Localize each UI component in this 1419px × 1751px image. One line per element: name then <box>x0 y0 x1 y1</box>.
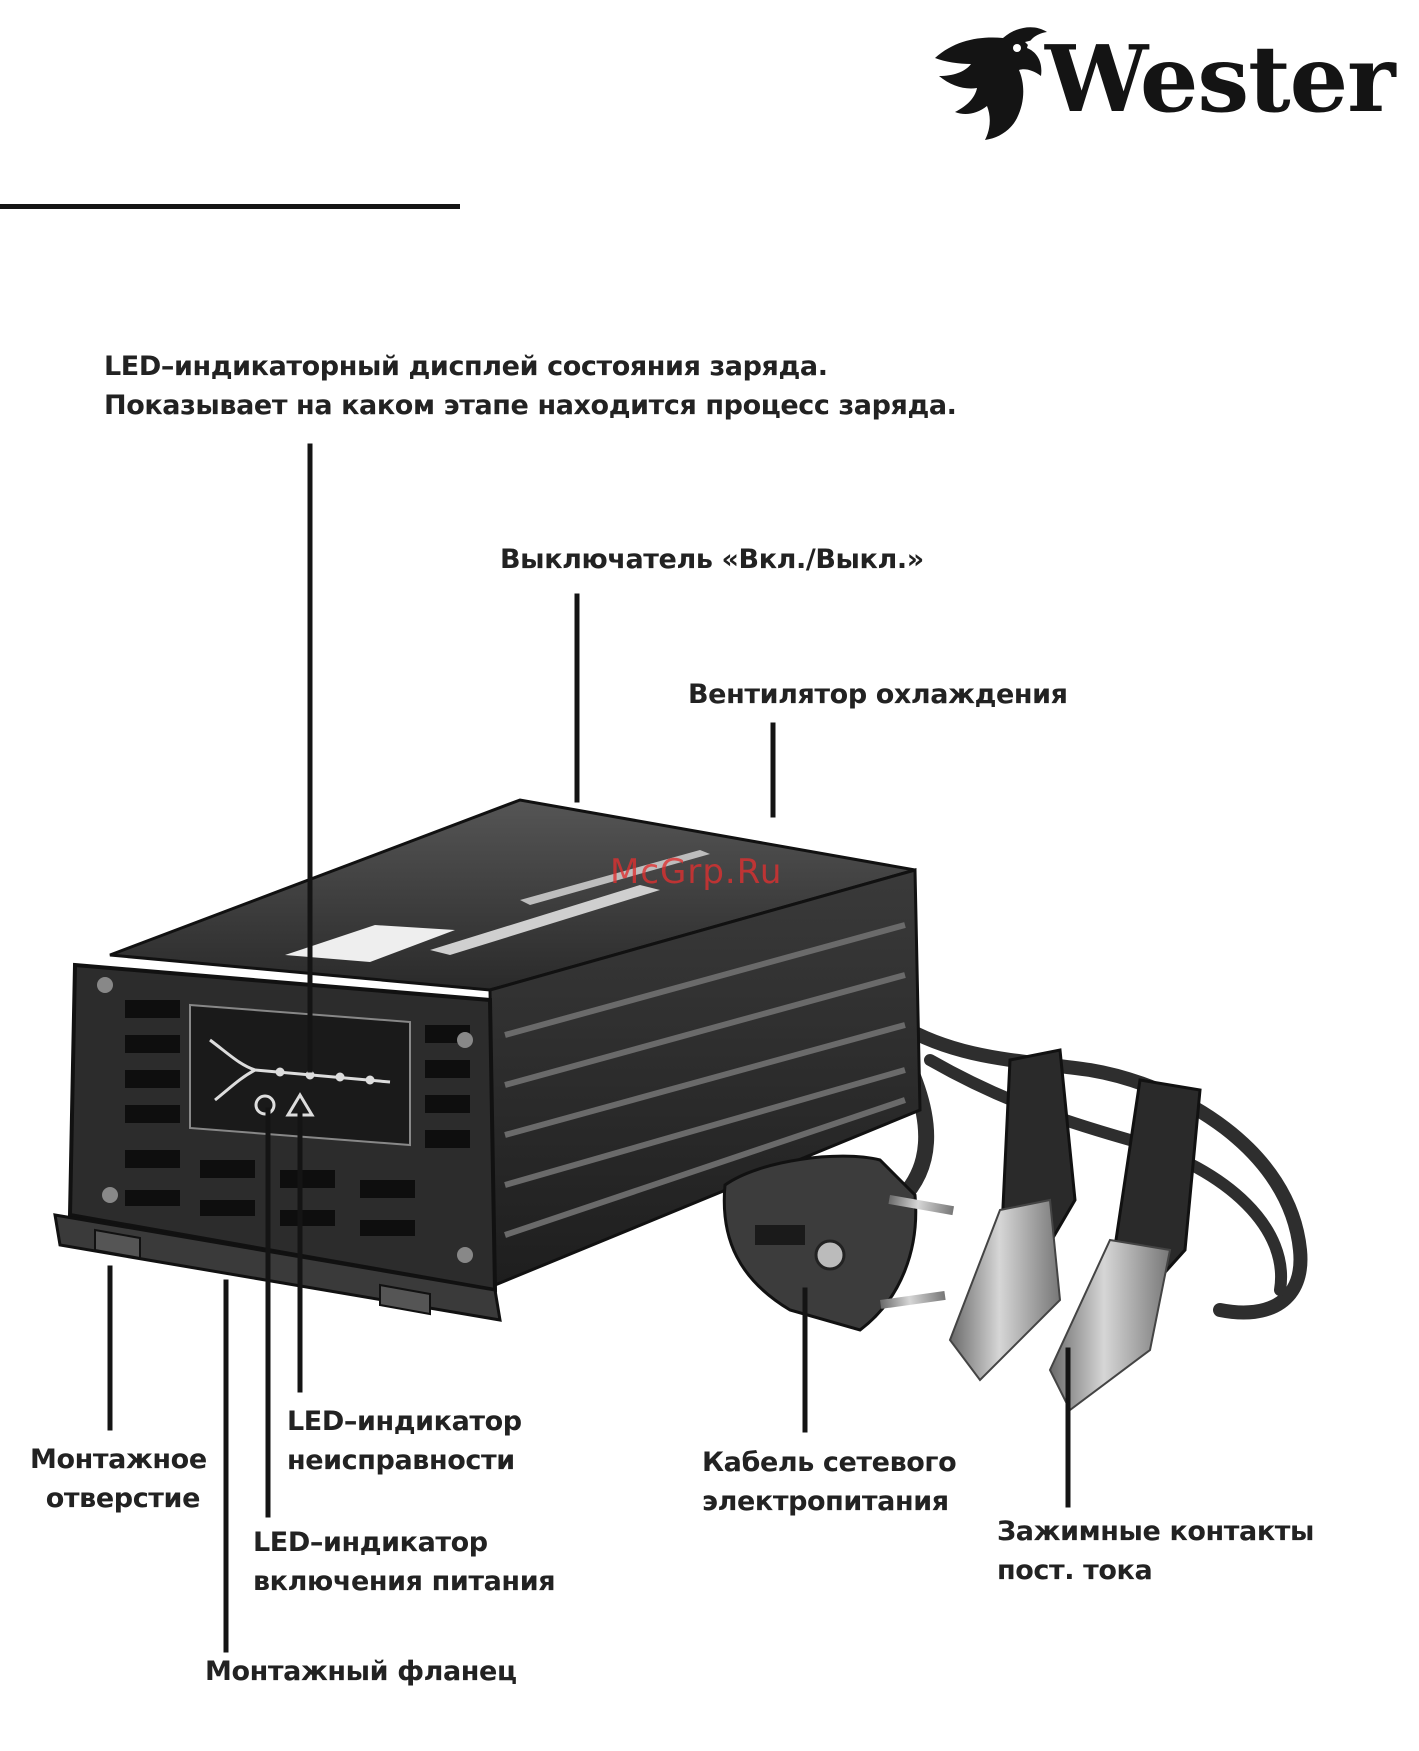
callout-fault-led-line1: LED–индикатор <box>287 1406 522 1437</box>
callout-power-led-line2: включения питания <box>253 1566 556 1597</box>
callout-mount-flange-text: Монтажный фланец <box>205 1656 517 1687</box>
callout-mount-hole-line1: Монтажное <box>30 1444 207 1475</box>
callout-power-switch: Выключатель «Вкл./Выкл.» <box>500 540 924 579</box>
callout-led-display-line2: Показывает на каком этапе находится проц… <box>104 390 957 421</box>
callout-mains-cable-line1: Кабель сетевого <box>702 1447 957 1478</box>
flange-feet <box>94 1228 431 1316</box>
callout-dc-clamps: Зажимные контакты пост. тока <box>997 1512 1314 1590</box>
clamp-black <box>1048 1078 1202 1412</box>
watermark-text: McGrp.Ru <box>610 852 783 892</box>
header-rule <box>0 204 460 209</box>
callout-mount-hole-line2: отверстие <box>45 1483 201 1514</box>
callout-cooling-fan-text: Вентилятор охлаждения <box>688 679 1068 710</box>
housing-labels <box>285 850 710 962</box>
callout-fault-led: LED–индикатор неисправности <box>287 1402 522 1480</box>
mains-plug <box>722 1154 955 1332</box>
vent-slots <box>125 1000 470 1236</box>
callout-power-led-line1: LED–индикатор <box>253 1527 488 1558</box>
callout-power-switch-text: Выключатель «Вкл./Выкл.» <box>500 544 924 575</box>
callout-power-led: LED–индикатор включения питания <box>253 1523 556 1601</box>
callout-cooling-fan: Вентилятор охлаждения <box>688 675 1068 714</box>
display-graphics <box>209 1038 391 1117</box>
callout-dc-clamps-line1: Зажимные контакты <box>997 1516 1315 1547</box>
callout-fault-led-line2: неисправности <box>287 1445 515 1476</box>
clamp-red <box>948 1048 1077 1382</box>
leader-lines <box>107 443 1071 1653</box>
callout-led-display: LED–индикаторный дисплей состояния заряд… <box>104 347 957 425</box>
brand-name: Wester <box>1045 25 1396 133</box>
corner-screws <box>97 977 473 1263</box>
callout-mains-cable: Кабель сетевого электропитания <box>702 1443 957 1521</box>
callout-mount-flange: Монтажный фланец <box>205 1652 517 1691</box>
callout-dc-clamps-line2: пост. тока <box>997 1555 1153 1586</box>
eagle-head-icon <box>935 27 1047 141</box>
brand-logo: Wester <box>925 18 1396 143</box>
cooling-fins <box>504 922 906 1238</box>
callout-led-display-line1: LED–индикаторный дисплей состояния заряд… <box>104 351 828 382</box>
callout-mount-hole: Монтажное отверстие <box>30 1440 207 1518</box>
callout-mains-cable-line2: электропитания <box>702 1486 949 1517</box>
